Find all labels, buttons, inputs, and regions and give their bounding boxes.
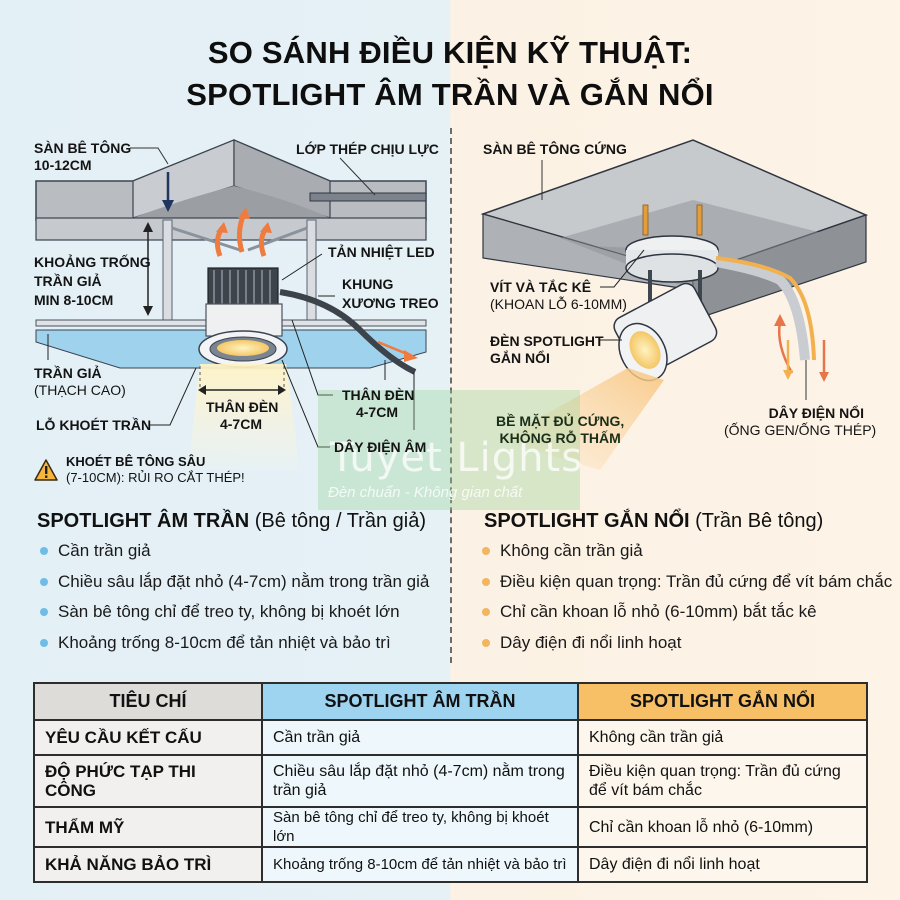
label-screws: VÍT VÀ TẮC KÊ (KHOAN LỖ 6-10MM)	[490, 279, 627, 312]
title-line-1: SO SÁNH ĐIỀU KIỆN KỸ THUẬT:	[207, 35, 693, 70]
table-row: THẨM MỸ Sàn bê tông chỉ để treo ty, khôn…	[33, 806, 868, 848]
label-body-right: THÂN ĐÈN 4-7CM	[342, 387, 415, 420]
list-item: Chỉ cần khoan lỗ nhỏ (6-10mm) bắt tắc kê	[482, 597, 892, 628]
list-item: Điều kiện quan trọng: Trần đủ cứng để ví…	[482, 567, 892, 598]
page-title: SO SÁNH ĐIỀU KIỆN KỸ THUẬT: SPOTLIGHT ÂM…	[0, 32, 900, 116]
bullet-dot-icon	[40, 638, 48, 647]
label-frame: KHUNG XƯƠNG TREO	[342, 276, 439, 311]
left-section-heading: SPOTLIGHT ÂM TRẦN (Bê tông / Trần giả)	[37, 510, 426, 532]
list-item: Không cần trần giả	[482, 536, 892, 567]
label-heatsink: TẢN NHIỆT LED	[328, 244, 435, 260]
bullet-dot-icon	[40, 608, 48, 617]
label-surface-lamp: ĐÈN SPOTLIGHT GẮN NỔI	[490, 333, 604, 366]
table-row: ĐỘ PHỨC TẠP THI CÔNG Chiều sâu lắp đặt n…	[33, 754, 868, 808]
bullet-dot-icon	[40, 547, 48, 556]
label-hard-slab: SÀN BÊ TÔNG CỨNG	[483, 141, 627, 157]
label-cutout: LỖ KHOÉT TRẦN	[36, 417, 152, 433]
bullet-dot-icon	[482, 638, 490, 647]
label-body-center: THÂN ĐÈN 4-7CM	[206, 399, 279, 432]
watermark-brand: Tuyet Lights	[330, 435, 584, 481]
right-section-heading: SPOTLIGHT GẮN NỔI (Trần Bê tông)	[484, 510, 824, 532]
watermark-slogan: Đèn chuẩn - Không gian chất	[328, 484, 523, 501]
comparison-table: TIÊU CHÍ SPOTLIGHT ÂM TRẦN SPOTLIGHT GẮN…	[33, 682, 868, 883]
label-surface-wire: DÂY ĐIỆN NỔI (ỐNG GEN/ỐNG THÉP)	[724, 405, 877, 438]
label-hard-surface: BỀ MẶT ĐỦ CỨNG, KHÔNG RỖ THẤM	[496, 413, 625, 446]
list-item: Dây điện đi nổi linh hoạt	[482, 628, 892, 659]
bullet-dot-icon	[482, 547, 490, 556]
illustration-canvas	[35, 139, 869, 470]
table-row: YÊU CẦU KẾT CẤU Cần trần giả Không cần t…	[33, 719, 868, 756]
label-hidden-wire: DÂY ĐIỆN ÂM	[334, 439, 427, 455]
table-header-row: TIÊU CHÍ SPOTLIGHT ÂM TRẦN SPOTLIGHT GẮN…	[33, 682, 868, 721]
header-criteria: TIÊU CHÍ	[33, 682, 263, 721]
list-item: Khoảng trống 8-10cm để tản nhiệt và bảo …	[40, 628, 429, 659]
warning-note: KHOÉT BÊ TÔNG SÂU (7-10CM): RỦI RO CẮT T…	[34, 454, 245, 486]
recessed-diagram	[35, 139, 427, 470]
list-item: Cần trần giả	[40, 536, 429, 567]
label-false-ceiling: TRẦN GIẢ (THẠCH CAO)	[34, 365, 126, 398]
header-surface: SPOTLIGHT GẮN NỔI	[577, 682, 868, 721]
column-divider	[450, 128, 452, 663]
warning-triangle-icon	[34, 459, 58, 481]
left-bullet-list: Cần trần giả Chiều sâu lắp đặt nhỏ (4-7c…	[40, 536, 429, 658]
table-row: KHẢ NĂNG BẢO TRÌ Khoảng trống 8-10cm để …	[33, 846, 868, 883]
label-rebar: LỚP THÉP CHỊU LỰC	[296, 141, 439, 157]
label-gap: KHOẢNG TRỐNG TRẦN GIẢ MIN 8-10CM	[34, 254, 151, 308]
bullet-dot-icon	[482, 577, 490, 586]
bullet-dot-icon	[482, 608, 490, 617]
bullet-dot-icon	[40, 577, 48, 586]
title-line-2: SPOTLIGHT ÂM TRẦN VÀ GẮN NỔI	[186, 77, 714, 112]
right-bullet-list: Không cần trần giả Điều kiện quan trọng:…	[482, 536, 892, 658]
list-item: Sàn bê tông chỉ để treo ty, không bị kho…	[40, 597, 429, 628]
label-slab: SÀN BÊ TÔNG 10-12CM	[34, 140, 132, 173]
header-recessed: SPOTLIGHT ÂM TRẦN	[261, 682, 579, 721]
list-item: Chiều sâu lắp đặt nhỏ (4-7cm) nằm trong …	[40, 567, 429, 598]
surface-diagram	[480, 139, 869, 470]
